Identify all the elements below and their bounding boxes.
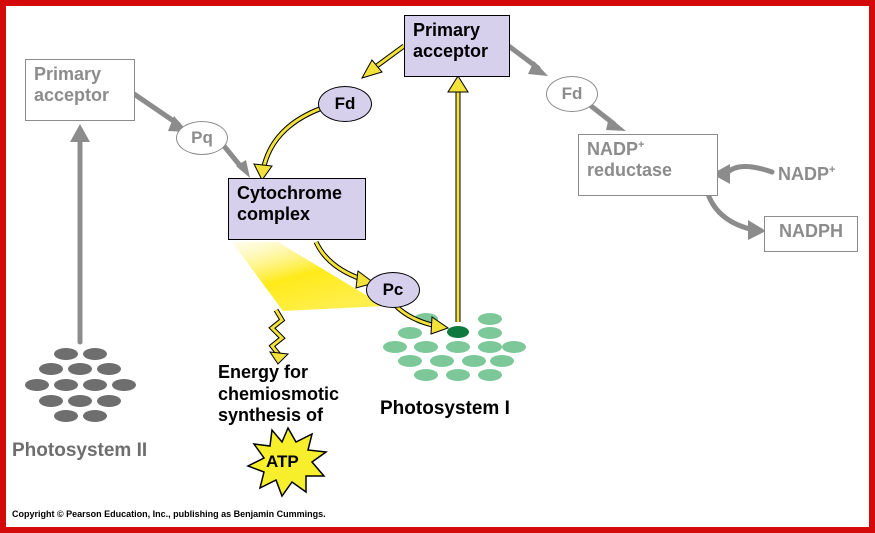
photosystem-i-label: Photosystem I: [380, 398, 510, 419]
nadp-reductase-line2: reductase: [587, 159, 673, 180]
pq-carrier: Pq: [176, 121, 228, 155]
atp-label: ATP: [266, 452, 299, 471]
photosystem-i-cluster: [383, 313, 526, 381]
cyclic-arrows: [253, 43, 469, 335]
energy-zigzag: [268, 308, 290, 365]
nadph-box: NADPH: [764, 216, 858, 252]
nadp-input-charge: +: [829, 164, 836, 176]
diagram-canvas: [25, 41, 775, 498]
noncyclic-arrows: [70, 41, 775, 345]
photosystem-ii-label: Photosystem II: [12, 440, 148, 461]
copyright-text: Copyright © Pearson Education, Inc., pub…: [12, 509, 326, 519]
psi-primary-acceptor-box: Primary acceptor: [404, 15, 510, 77]
diagram-frame: Primary acceptor Primary acceptor Cytoch…: [6, 6, 869, 527]
pc-carrier: Pc: [366, 272, 420, 308]
photosystem-ii-cluster: [25, 348, 136, 422]
nadp-input-name: NADP: [778, 164, 830, 184]
psii-primary-acceptor-box: Primary acceptor: [25, 59, 135, 121]
cytochrome-complex-box: Cytochrome complex: [228, 178, 366, 240]
nadp-reductase-name: NADP: [587, 139, 639, 159]
nadp-reductase-box: NADP+ reductase: [578, 134, 718, 196]
fd-right-carrier: Fd: [546, 76, 598, 112]
fd-left-carrier: Fd: [318, 86, 372, 122]
nadp-input-label: NADP+: [778, 164, 835, 185]
energy-beam: [232, 242, 384, 311]
psi-reaction-center: [447, 326, 469, 338]
atp-starburst: [246, 426, 329, 498]
nadp-reductase-charge: +: [638, 139, 645, 151]
energy-text: Energy for chemiosmotic synthesis of: [218, 362, 340, 426]
